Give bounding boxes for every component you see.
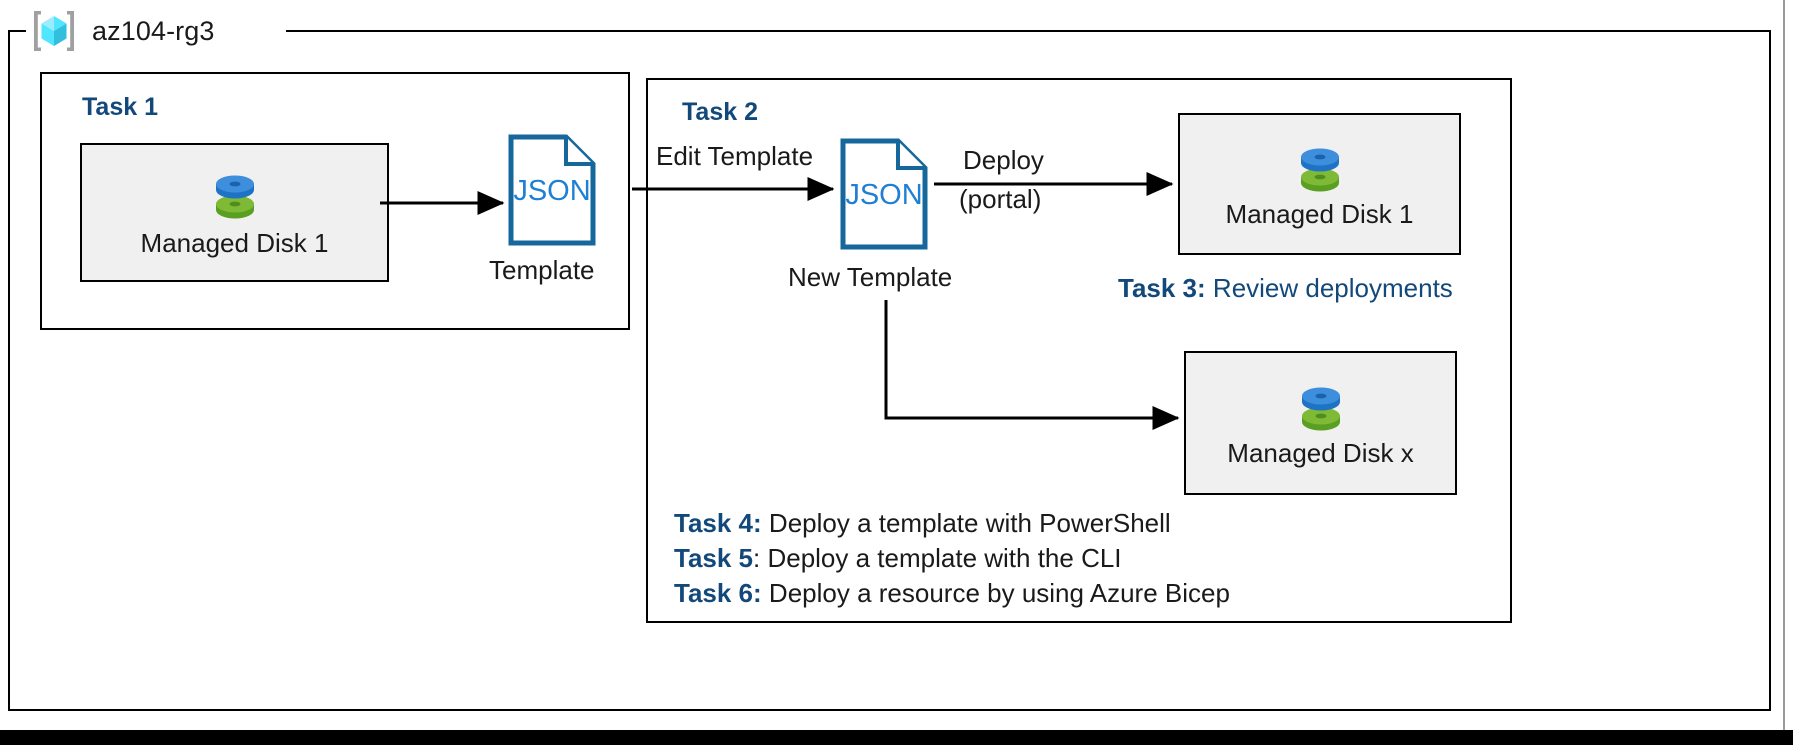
managed-disk-icon	[1300, 148, 1339, 191]
task-2-heading: Task 2	[682, 98, 758, 126]
new-template-caption: New Template	[788, 262, 953, 292]
edge-label-deploy-portal: (portal)	[959, 184, 1042, 214]
resource-group-frame	[8, 30, 1771, 711]
managed-disk-x-label: Managed Disk x	[1227, 437, 1414, 468]
note-task-3-key: Task 3:	[1118, 273, 1206, 303]
note-task-4: Task 4: Deploy a template with PowerShel…	[674, 508, 1171, 539]
resource-group-name: az104-rg3	[92, 15, 215, 46]
managed-disk-1-tile-task2: Managed Disk 1	[1178, 113, 1461, 255]
managed-disk-x-tile: Managed Disk x	[1184, 351, 1457, 495]
json-new-template-icon: JSON	[840, 138, 928, 250]
edge-label-edit-template: Edit Template	[656, 141, 814, 171]
right-scroll-gutter[interactable]	[1783, 0, 1793, 730]
note-task-6: Task 6: Deploy a resource by using Azure…	[674, 578, 1230, 609]
json-label: JSON	[845, 179, 922, 211]
managed-disk-1-tile-task1: Managed Disk 1	[80, 143, 389, 282]
note-task-3: Task 3: Review deployments	[1118, 273, 1453, 304]
managed-disk-1-label: Managed Disk 1	[1225, 198, 1414, 229]
managed-disk-icon	[215, 175, 254, 219]
bottom-bar	[0, 730, 1793, 745]
note-task-6-key: Task 6:	[674, 578, 762, 608]
managed-disk-icon	[1301, 387, 1340, 430]
note-task-5-key: Task 5	[674, 543, 754, 573]
note-task-5-value: : Deploy a template with the CLI	[753, 543, 1122, 573]
json-label: JSON	[513, 175, 590, 207]
task-2-container	[646, 78, 1512, 623]
note-task-6-value: Deploy a resource by using Azure Bicep	[761, 578, 1230, 608]
task-1-container	[40, 72, 630, 330]
edge-label-deploy: Deploy	[963, 145, 1044, 175]
task-1-heading: Task 1	[82, 93, 158, 121]
note-task-4-value: Deploy a template with PowerShell	[761, 508, 1171, 538]
template-caption: Template	[489, 255, 595, 285]
azure-resource-group-icon	[34, 11, 74, 51]
note-task-3-value: Review deployments	[1205, 273, 1453, 303]
note-task-5: Task 5: Deploy a template with the CLI	[674, 543, 1122, 574]
resource-group-header: az104-rg3	[30, 6, 214, 56]
json-template-icon: JSON	[508, 134, 596, 246]
managed-disk-1-label: Managed Disk 1	[140, 228, 329, 258]
note-task-4-key: Task 4:	[674, 508, 762, 538]
